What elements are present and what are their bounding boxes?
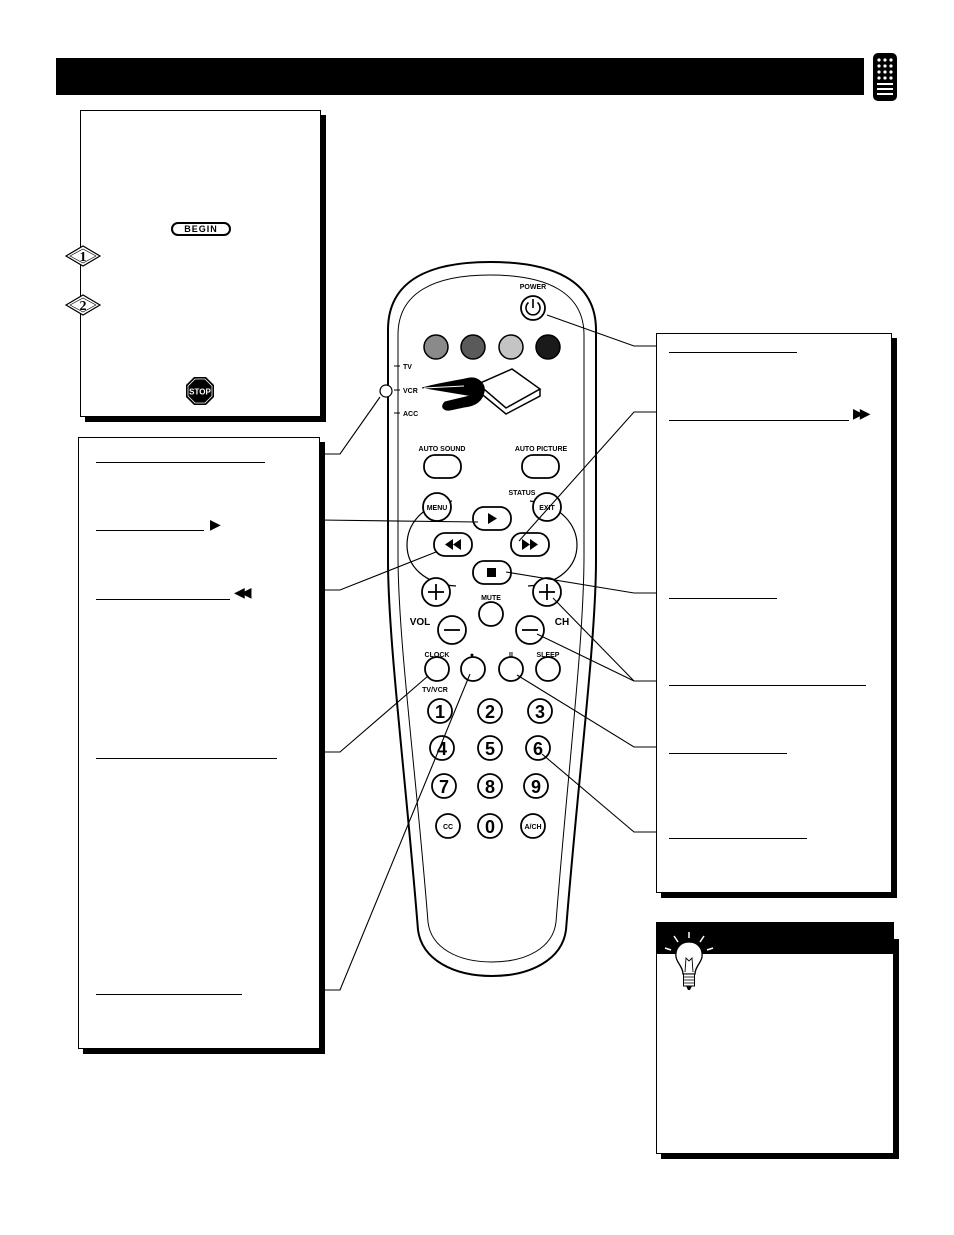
right-heading-rule-stop — [669, 598, 777, 599]
digit-button-3[interactable]: 3 — [527, 698, 553, 724]
play-button[interactable] — [472, 506, 512, 531]
tv-vcr-label: TV/VCR — [422, 687, 448, 694]
step-2-number: 2 — [80, 299, 87, 314]
digit-label: 9 — [531, 777, 541, 797]
record-button[interactable] — [460, 656, 486, 682]
mode-vcr-label: VCR — [403, 388, 418, 395]
color-button-1[interactable] — [423, 334, 449, 360]
digit-label: 5 — [485, 739, 495, 759]
volume-label: VOL — [410, 617, 431, 628]
color-button-2[interactable] — [460, 334, 486, 360]
right-heading-rule-ffwd — [669, 420, 849, 421]
right-heading-rule-pause — [669, 753, 787, 754]
channel-down-button[interactable] — [515, 615, 545, 645]
volume-up-button[interactable] — [421, 577, 451, 607]
volume-down-button[interactable] — [437, 615, 467, 645]
a-ch-button[interactable]: A/CH — [520, 813, 546, 839]
menu-button[interactable]: MENU — [422, 492, 452, 522]
digit-button-9[interactable]: 9 — [523, 773, 549, 799]
digit-button-7[interactable]: 7 — [431, 773, 457, 799]
play-icon: ▶ — [210, 517, 221, 533]
digit-label: 2 — [485, 702, 495, 722]
auto-picture-label: AUTO PICTURE — [515, 446, 568, 453]
fast-forward-button[interactable] — [510, 532, 550, 557]
remote-control-illustration: POWER TV VCR ACC AUTO SOUND AUTO PICTURE… — [379, 260, 597, 978]
step-2-badge: 2 — [64, 294, 102, 316]
mute-label: MUTE — [481, 595, 501, 602]
begin-badge: BEGIN — [171, 222, 231, 236]
fast-forward-icon: ▶▶ — [853, 406, 870, 422]
digit-button-6[interactable]: 6 — [525, 735, 551, 761]
digit-button-5[interactable]: 5 — [477, 735, 503, 761]
left-heading-rule-play — [96, 530, 204, 531]
color-button-4[interactable] — [535, 334, 561, 360]
sleep-button[interactable] — [535, 656, 561, 682]
digit-button-8[interactable]: 8 — [477, 773, 503, 799]
step-1-badge: 1 — [64, 245, 102, 267]
left-buttons-panel — [78, 437, 320, 1049]
left-heading-rule-record — [96, 994, 242, 995]
auto-sound-button[interactable] — [423, 454, 462, 479]
cc-label: CC — [443, 824, 453, 831]
right-heading-rule-number — [669, 838, 807, 839]
pointing-hand-icon — [421, 368, 542, 415]
mode-tv-label: TV — [403, 364, 412, 371]
clock-button[interactable] — [424, 656, 450, 682]
digit-button-0[interactable]: 0 — [477, 813, 503, 839]
stop-sign-label: STOP — [189, 388, 211, 397]
auto-picture-button[interactable] — [521, 454, 560, 479]
intro-panel — [80, 110, 321, 417]
digit-label: 0 — [485, 817, 495, 837]
color-button-3[interactable] — [498, 334, 524, 360]
digit-label: 7 — [439, 777, 449, 797]
rewind-icon: ◀◀ — [234, 585, 251, 601]
cc-button[interactable]: CC — [435, 813, 461, 839]
mode-acc-label: ACC — [403, 411, 418, 418]
auto-sound-label: AUTO SOUND — [419, 446, 466, 453]
left-heading-rule-clock — [96, 758, 277, 759]
stop-button[interactable] — [472, 560, 512, 585]
mode-switch[interactable] — [379, 384, 393, 398]
pause-label: II — [509, 652, 513, 659]
digit-button-2[interactable]: 2 — [477, 698, 503, 724]
exit-label: EXIT — [539, 505, 555, 512]
digit-label: 8 — [485, 777, 495, 797]
lightbulb-icon — [664, 932, 714, 990]
pause-button[interactable] — [498, 656, 524, 682]
record-dot-label: ● — [470, 652, 474, 659]
digit-button-4[interactable]: 4 — [429, 735, 455, 761]
right-heading-rule-power — [669, 352, 797, 353]
right-buttons-panel — [656, 333, 892, 893]
channel-up-button[interactable] — [532, 577, 562, 607]
menu-label: MENU — [427, 505, 448, 512]
channel-label: CH — [555, 617, 569, 628]
power-button[interactable] — [520, 295, 546, 321]
power-label: POWER — [520, 284, 546, 291]
digit-label: 6 — [533, 739, 543, 759]
digit-button-1[interactable]: 1 — [427, 698, 453, 724]
left-heading-rule-1 — [96, 462, 265, 463]
clock-label: CLOCK — [425, 652, 450, 659]
header-bar — [56, 58, 864, 95]
a-ch-label: A/CH — [524, 824, 541, 831]
left-heading-rule-rewind — [96, 599, 230, 600]
digit-label: 1 — [435, 702, 445, 722]
remote-control-icon — [873, 53, 897, 101]
step-1-number: 1 — [80, 250, 87, 265]
stop-sign-icon: STOP — [186, 377, 214, 405]
status-label: STATUS — [509, 490, 536, 497]
exit-button[interactable]: EXIT — [532, 492, 562, 522]
digit-label: 3 — [535, 702, 545, 722]
digit-label: 4 — [437, 739, 447, 759]
mute-button[interactable] — [478, 601, 504, 627]
rewind-button[interactable] — [433, 532, 473, 557]
right-heading-rule-channel — [669, 685, 866, 686]
